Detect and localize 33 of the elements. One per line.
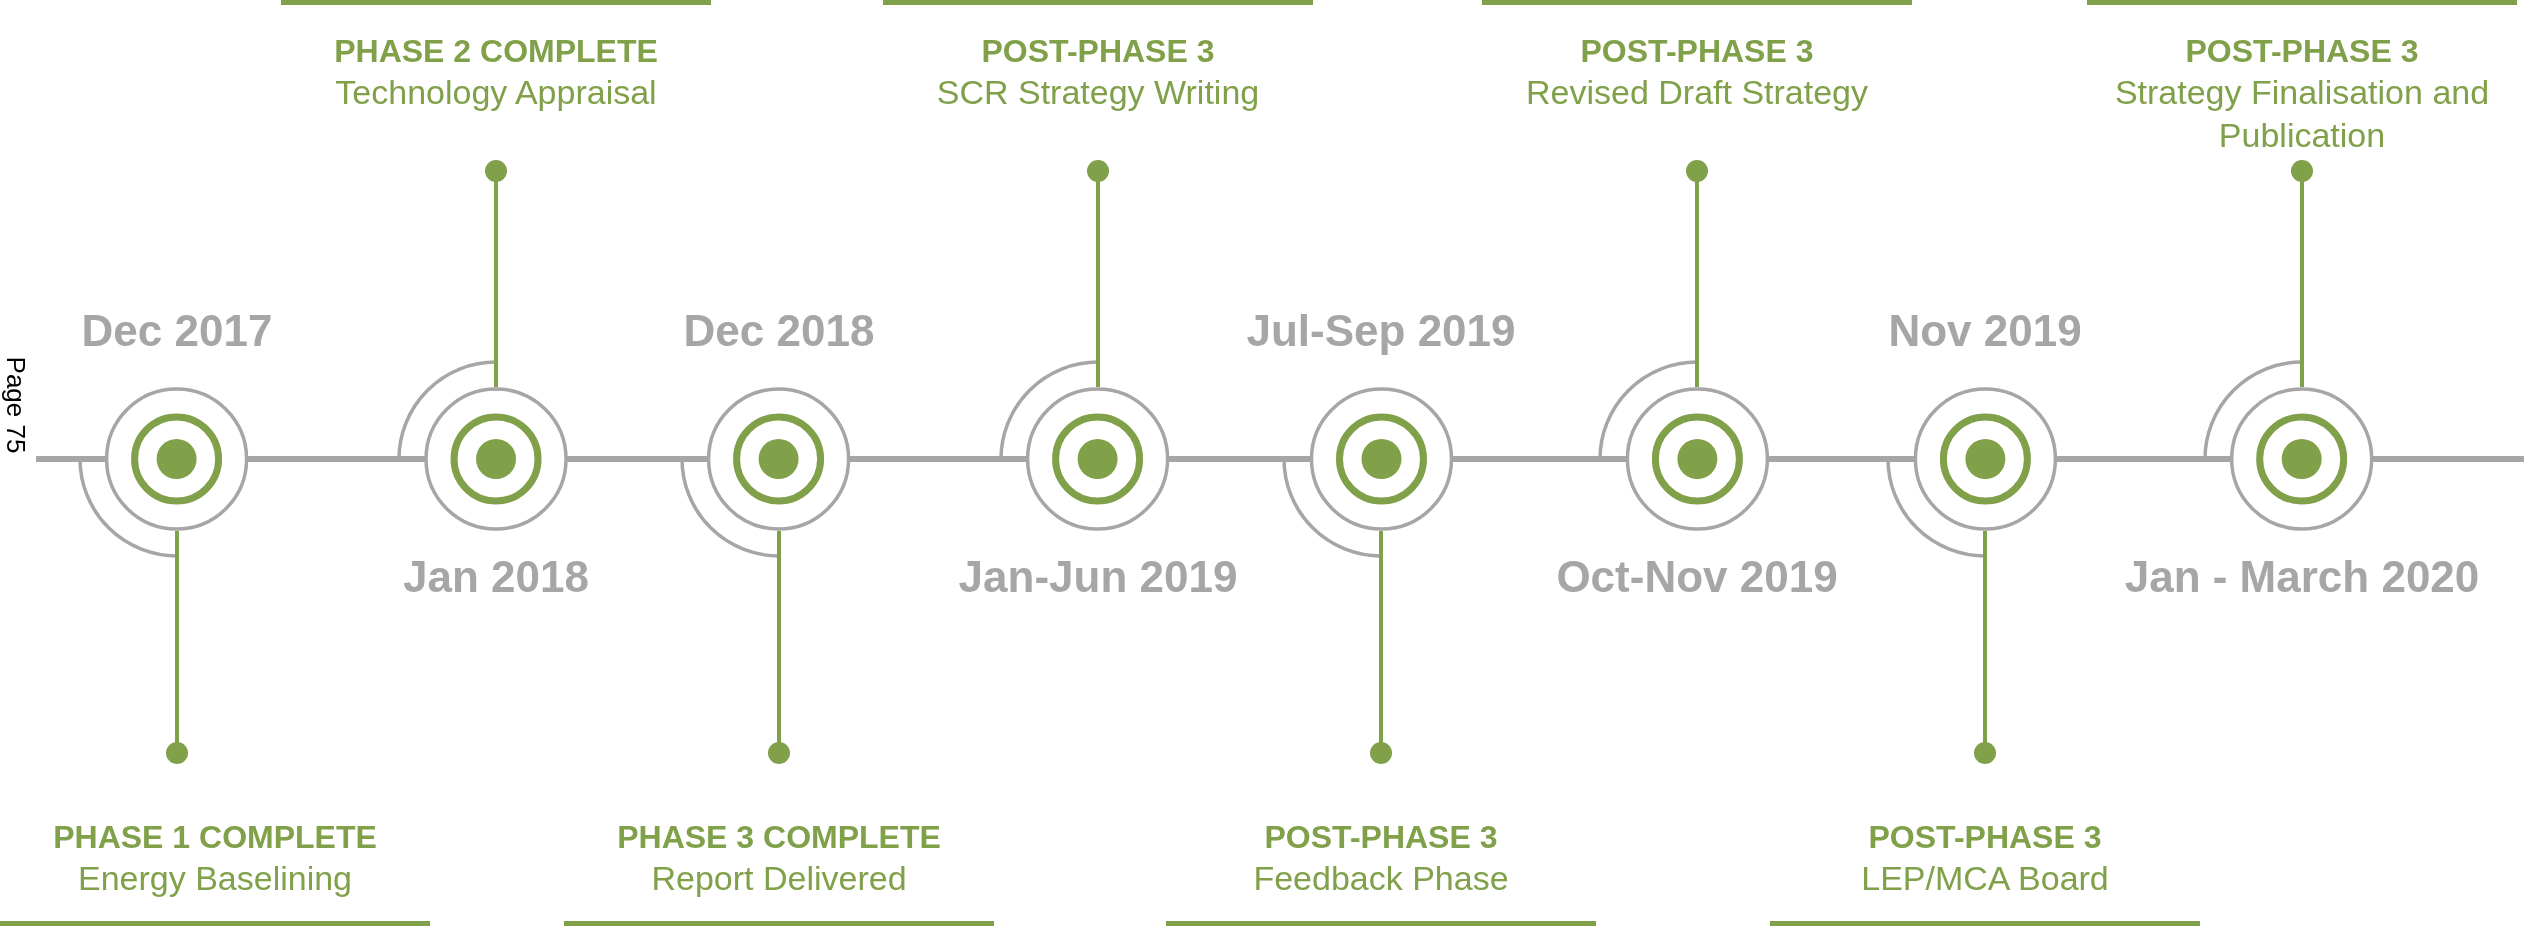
connector-line <box>1370 531 1392 764</box>
phase-title: POST-PHASE 3 <box>981 32 1215 71</box>
connector-line <box>485 160 507 387</box>
phase-description: Feedback Phase <box>1253 857 1509 899</box>
phase-title: POST-PHASE 3 <box>1264 817 1498 857</box>
phase-title: POST-PHASE 3 <box>1868 817 2102 857</box>
date-label: Dec 2018 <box>683 309 875 353</box>
date-label: Jan 2018 <box>403 555 589 599</box>
date-label: Oct-Nov 2019 <box>1556 555 1838 599</box>
phase-description: Technology Appraisal <box>335 72 657 113</box>
phase-description: Revised Draft Strategy <box>1526 72 1868 113</box>
phase-description: Strategy Finalisation and Publication <box>2113 72 2491 156</box>
connector-line <box>1087 160 1109 387</box>
connector-line <box>166 531 188 764</box>
date-label: Dec 2017 <box>81 309 273 353</box>
phase-title: POST-PHASE 3 <box>2185 32 2419 71</box>
connector-line <box>1686 160 1708 387</box>
phase-description: Report Delivered <box>651 857 907 899</box>
date-label: Jul-Sep 2019 <box>1246 309 1516 353</box>
phase-description: SCR Strategy Writing <box>936 72 1260 113</box>
phase-description: LEP/MCA Board <box>1861 857 2109 899</box>
phase-title: PHASE 3 COMPLETE <box>617 817 941 857</box>
phase-description: Energy Baselining <box>77 857 353 899</box>
date-label: Jan - March 2020 <box>2124 555 2480 599</box>
date-label: Nov 2019 <box>1888 309 2082 353</box>
connector-line <box>2291 160 2313 387</box>
page-number: Page 75 <box>0 355 32 455</box>
date-label: Jan-Jun 2019 <box>958 555 1238 599</box>
connector-line <box>768 531 790 764</box>
phase-title: PHASE 2 COMPLETE <box>334 32 658 71</box>
phase-title: POST-PHASE 3 <box>1580 32 1814 71</box>
phase-title: PHASE 1 COMPLETE <box>53 817 377 857</box>
connector-line <box>1974 531 1996 764</box>
